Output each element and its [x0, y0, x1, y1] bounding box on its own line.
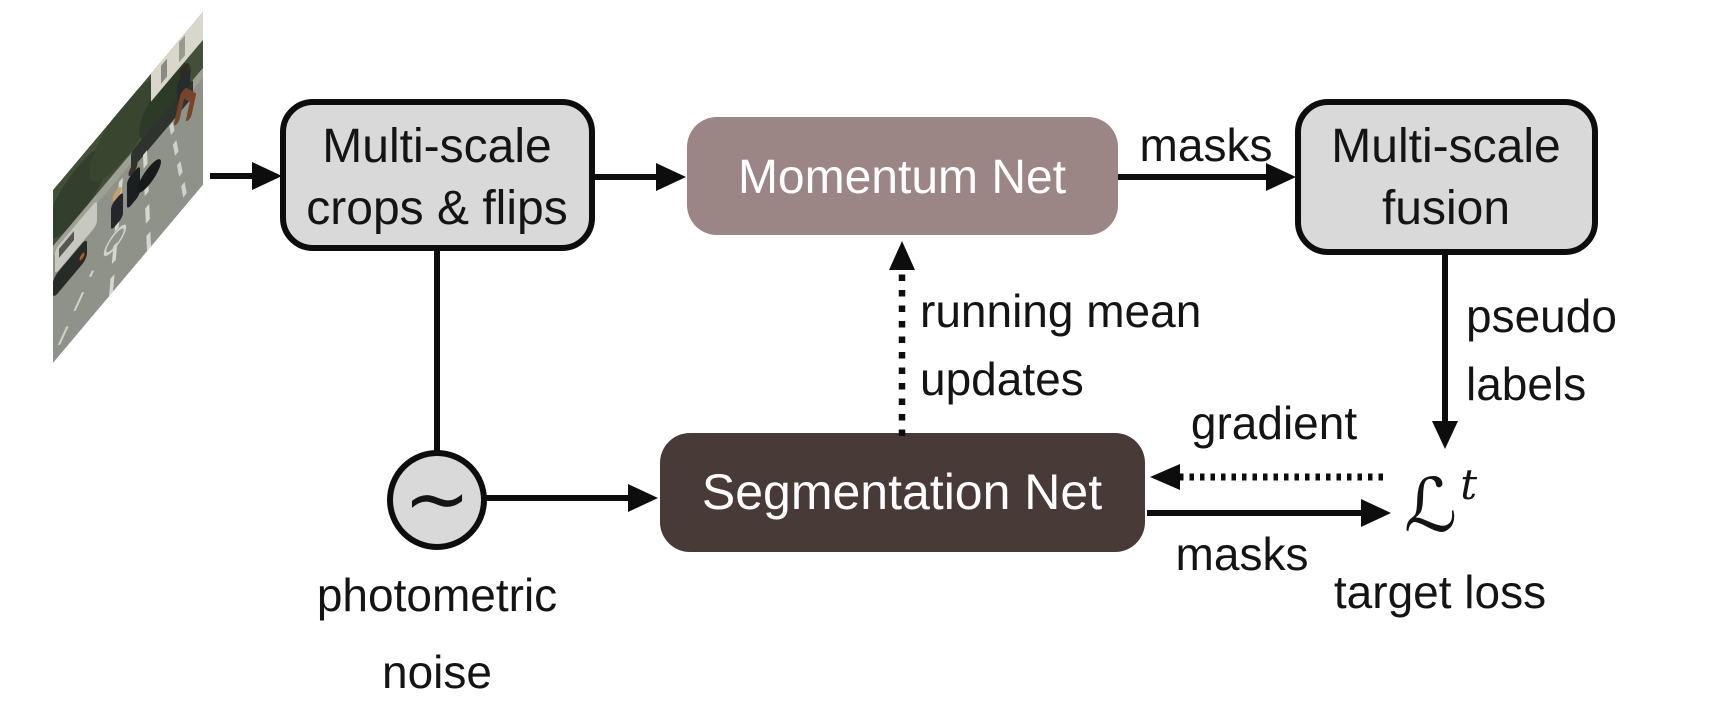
photo-building-window [179, 35, 185, 63]
arrow-head [1432, 421, 1458, 449]
target-loss-caption: target loss [1334, 566, 1546, 618]
input-street-photo [53, 11, 203, 363]
segmentation-label: Segmentation Net [702, 464, 1102, 520]
fusion-label-line2: fusion [1382, 182, 1510, 235]
arrow-head [656, 163, 686, 191]
svg-text:ℒt: ℒt [1404, 460, 1477, 549]
loss-superscript: t [1460, 460, 1477, 509]
edge-segmentation-to-loss [1147, 499, 1391, 527]
running-mean-label-line2: updates [920, 353, 1084, 405]
pseudo-labels-line2: labels [1466, 358, 1586, 410]
photo-runner-head [179, 63, 189, 78]
node-momentum-net: Momentum Net [687, 117, 1118, 235]
loss-symbol: ℒ [1404, 463, 1457, 549]
arrow-head [1361, 499, 1391, 527]
photo-white-van [55, 202, 97, 273]
crops-label-line1: Multi-scale [322, 120, 551, 173]
arrow-head [252, 162, 282, 190]
photo-road-marking [103, 224, 127, 257]
arrow-head [889, 241, 915, 270]
node-segmentation-net: Segmentation Net [660, 433, 1145, 552]
photo-tree-blob [139, 63, 191, 139]
tilde-symbol: ∼ [403, 452, 470, 545]
photo-crouching-figure [137, 159, 161, 193]
photo-dark-car [53, 240, 87, 296]
photo-tree-blob [89, 79, 161, 182]
arrow-head [1266, 163, 1296, 191]
photo-building-window [161, 58, 167, 84]
node-multiscale-crops: Multi-scale crops & flips [280, 99, 595, 251]
edge-momentum-to-fusion [1118, 163, 1296, 191]
noise-caption-line1: photometric [317, 569, 557, 621]
node-multiscale-fusion: Multi-scale fusion [1295, 99, 1598, 255]
running-mean-label-line1: running mean [920, 285, 1201, 337]
arrow-head [1150, 464, 1180, 490]
photo-runner-torso [177, 69, 190, 101]
photo-pedestrian-head [112, 187, 122, 201]
arrow-head [628, 484, 658, 512]
masks-top-label: masks [1140, 119, 1273, 171]
edge-fusion-to-loss [1432, 254, 1458, 449]
pseudo-labels-line1: pseudo [1466, 290, 1617, 342]
noise-caption-line2: noise [382, 646, 492, 698]
edge-noise-to-segmentation [484, 484, 658, 512]
crops-label-line2: crops & flips [306, 182, 567, 235]
edge-gradient [1150, 464, 1383, 490]
photo-lane-line [57, 270, 95, 346]
photo-car-light [79, 252, 85, 261]
edge-running-mean-updates [889, 241, 915, 436]
edge-crops-to-momentum [594, 163, 686, 191]
photo-pedestrian-body [127, 167, 140, 208]
fusion-label-line1: Multi-scale [1331, 120, 1560, 173]
momentum-label: Momentum Net [738, 151, 1066, 204]
photo-dark-vehicle [131, 80, 193, 169]
masks-bottom-label: masks [1176, 528, 1309, 580]
photo-pedestrian-body [111, 193, 123, 229]
gradient-label: gradient [1191, 397, 1357, 449]
node-target-loss: ℒt target loss [1334, 460, 1546, 618]
photo-van-window [59, 231, 74, 258]
photo-pedestrian-head [128, 162, 138, 176]
edge-input-to-crops [210, 162, 282, 190]
node-noise-source: ∼ [387, 450, 487, 550]
photo-runner-legs [174, 87, 197, 126]
